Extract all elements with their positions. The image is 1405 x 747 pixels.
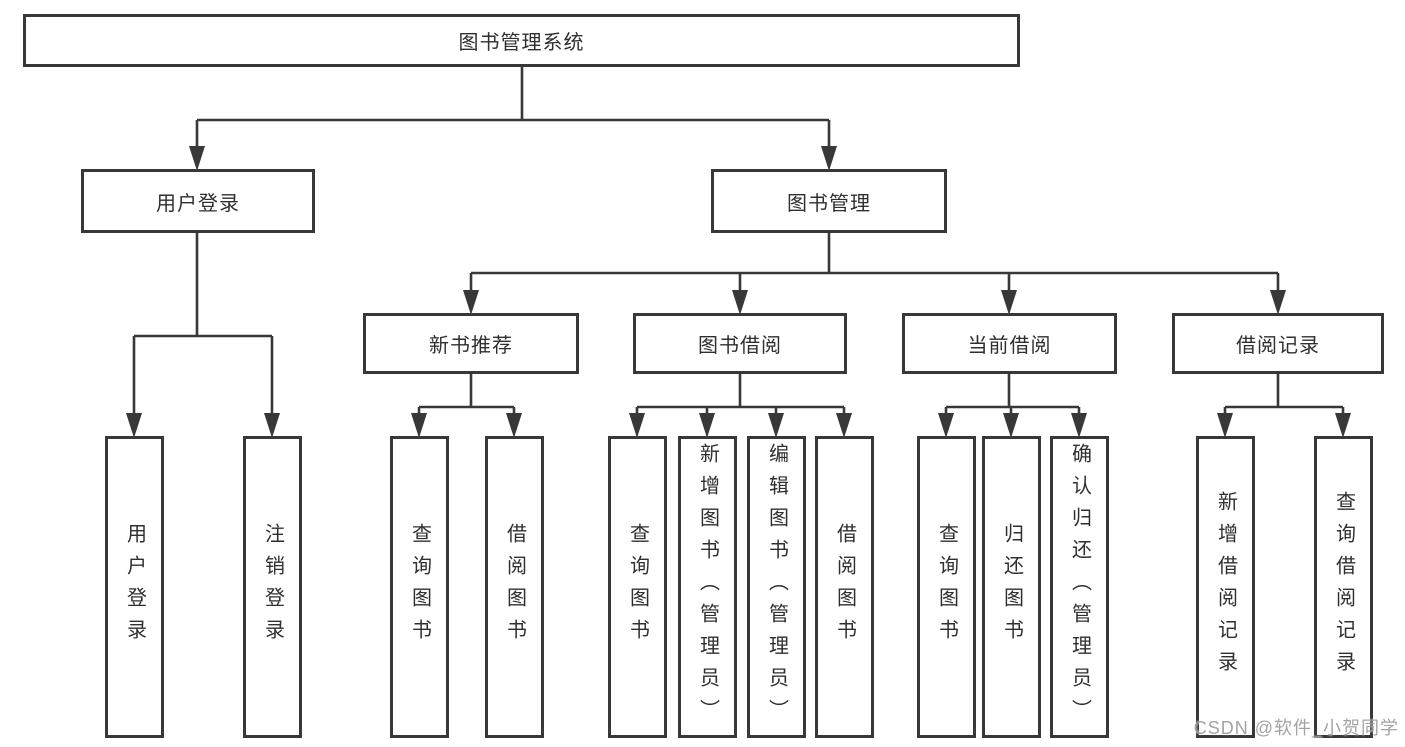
node-book-management: 图书管理 xyxy=(711,169,947,233)
leaf-query-books-3: 查询图书 xyxy=(917,436,976,738)
leaf-borrow-books-1-label: 借阅图书 xyxy=(503,523,526,651)
leaf-add-borrow-record: 新增借阅记录 xyxy=(1196,436,1255,738)
leaf-query-books-3-label: 查询图书 xyxy=(935,523,958,651)
leaf-query-books-2: 查询图书 xyxy=(608,436,667,738)
leaf-return-books-label: 归还图书 xyxy=(1000,523,1023,651)
leaf-return-books: 归还图书 xyxy=(982,436,1041,738)
node-new-book-recommend-label: 新书推荐 xyxy=(429,335,513,357)
leaf-user-login: 用户登录 xyxy=(105,436,164,738)
node-book-borrowing: 图书借阅 xyxy=(633,313,847,374)
leaf-confirm-return-admin: 确认归还（管理员） xyxy=(1050,436,1109,738)
leaf-query-borrow-record: 查询借阅记录 xyxy=(1314,436,1373,738)
node-library-system: 图书管理系统 xyxy=(23,14,1020,67)
node-borrow-records: 借阅记录 xyxy=(1172,313,1384,374)
leaf-add-books-admin-label: 新增图书（管理员） xyxy=(696,443,719,731)
node-book-borrowing-label: 图书借阅 xyxy=(698,335,782,357)
leaf-borrow-books-1: 借阅图书 xyxy=(485,436,544,738)
leaf-add-books-admin: 新增图书（管理员） xyxy=(678,436,737,738)
node-user-login: 用户登录 xyxy=(81,169,315,233)
leaf-add-borrow-record-label: 新增借阅记录 xyxy=(1214,491,1237,683)
leaf-user-login-label: 用户登录 xyxy=(123,523,146,651)
node-current-borrowing-label: 当前借阅 xyxy=(967,335,1052,357)
node-book-management-label: 图书管理 xyxy=(787,192,871,215)
leaf-query-books-1: 查询图书 xyxy=(390,436,449,738)
node-current-borrowing: 当前借阅 xyxy=(902,313,1117,374)
leaf-borrow-books-2-label: 借阅图书 xyxy=(833,523,856,651)
leaf-query-borrow-record-label: 查询借阅记录 xyxy=(1332,491,1355,683)
node-new-book-recommend: 新书推荐 xyxy=(363,313,579,374)
leaf-logout-label: 注销登录 xyxy=(261,523,284,651)
node-library-system-label: 图书管理系统 xyxy=(458,32,585,54)
leaf-borrow-books-2: 借阅图书 xyxy=(815,436,874,738)
leaf-query-books-1-label: 查询图书 xyxy=(408,523,431,651)
leaf-logout: 注销登录 xyxy=(243,436,302,738)
leaf-confirm-return-admin-label: 确认归还（管理员） xyxy=(1068,443,1091,731)
node-borrow-records-label: 借阅记录 xyxy=(1236,335,1320,357)
leaf-edit-books-admin-label: 编辑图书（管理员） xyxy=(765,443,788,731)
leaf-edit-books-admin: 编辑图书（管理员） xyxy=(747,436,806,738)
leaf-query-books-2-label: 查询图书 xyxy=(626,523,649,651)
csdn-watermark: CSDN @软件_小贺同学 xyxy=(1193,718,1399,738)
node-user-login-label: 用户登录 xyxy=(156,192,240,215)
